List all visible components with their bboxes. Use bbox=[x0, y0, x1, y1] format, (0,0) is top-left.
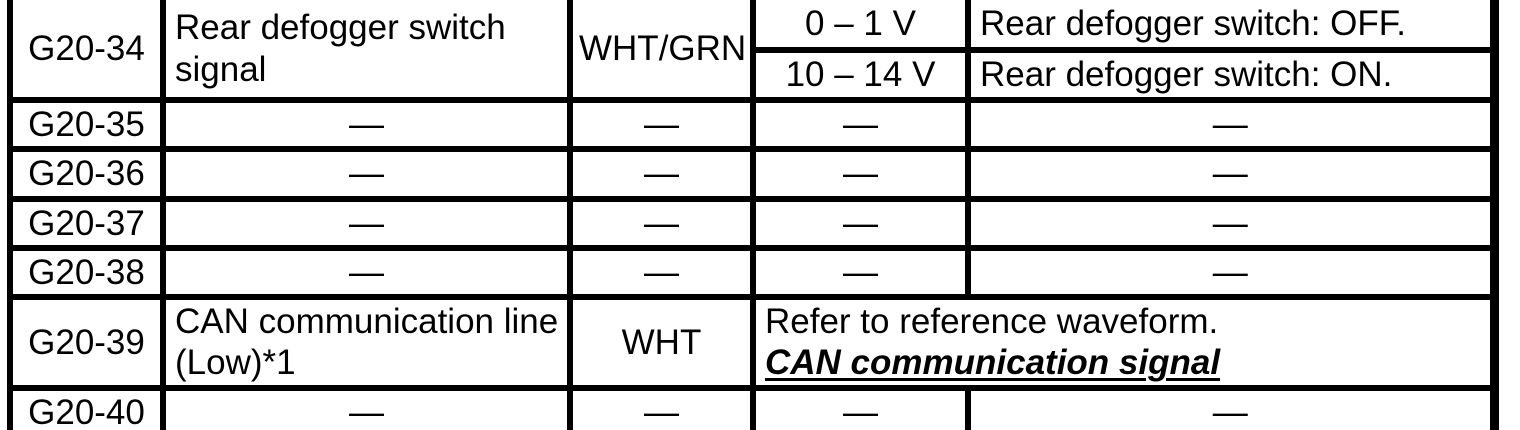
terminal-cell: G20-37 bbox=[7, 195, 166, 251]
terminal-voltage-table: G20-34 Rear defogger switch signal WHT/G… bbox=[7, 0, 1499, 430]
terminal-cell: G20-39 bbox=[7, 294, 166, 391]
condition-cell: — bbox=[965, 384, 1497, 430]
terminal-cell: G20-35 bbox=[7, 96, 166, 153]
can-communication-signal-link[interactable]: CAN communication signal bbox=[765, 343, 1221, 383]
waveform-note-text: Refer to reference waveform. bbox=[765, 302, 1219, 342]
row-g20-37: G20-37 — — — — bbox=[7, 195, 1497, 251]
terminal-cell: G20-36 bbox=[7, 146, 166, 202]
wire-color-cell: — bbox=[567, 96, 756, 153]
wire-color-cell: — bbox=[567, 146, 756, 202]
wire-color-cell: WHT bbox=[567, 294, 756, 391]
row-g20-39: G20-39 CAN communication line (Low)*1 WH… bbox=[7, 294, 1497, 391]
terminal-cell: G20-34 bbox=[7, 0, 166, 103]
signal-cell: CAN communication line (Low)*1 bbox=[160, 294, 573, 391]
terminal-cell: G20-40 bbox=[7, 384, 166, 430]
condition-cell: — bbox=[965, 244, 1497, 301]
signal-cell: — bbox=[160, 195, 573, 251]
row-g20-34: G20-34 Rear defogger switch signal WHT/G… bbox=[7, 0, 1497, 103]
condition-cell: — bbox=[965, 96, 1497, 153]
voltage-value-cell: — bbox=[750, 384, 971, 430]
wire-color-cell: — bbox=[567, 195, 756, 251]
row-g20-36: G20-36 — — — — bbox=[7, 146, 1497, 202]
wire-color-cell: WHT/GRN bbox=[567, 0, 756, 103]
wire-color-cell: — bbox=[567, 244, 756, 301]
voltage-value-cell: — bbox=[750, 146, 971, 202]
voltage-value-cell: — bbox=[750, 195, 971, 251]
signal-cell: — bbox=[160, 384, 573, 430]
row-g20-40: G20-40 — — — — bbox=[7, 384, 1497, 430]
signal-cell: — bbox=[160, 244, 573, 301]
condition-cell: — bbox=[965, 146, 1497, 202]
terminal-cell: G20-38 bbox=[7, 244, 166, 301]
waveform-note-cell: Refer to reference waveform. CAN communi… bbox=[750, 294, 1497, 391]
row-g20-38: G20-38 — — — — bbox=[7, 244, 1497, 301]
voltage-value-cell: 0 – 1 V bbox=[750, 0, 971, 53]
signal-cell: Rear defogger switch signal bbox=[160, 0, 573, 103]
condition-cell: Rear defogger switch: ON. bbox=[965, 47, 1497, 103]
signal-cell: — bbox=[160, 146, 573, 202]
voltage-value-cell: — bbox=[750, 244, 971, 301]
wire-color-cell: — bbox=[567, 384, 756, 430]
row-g20-35: G20-35 — — — — bbox=[7, 96, 1497, 153]
signal-cell: — bbox=[160, 96, 573, 153]
row-g20-34-sub: 10 – 14 V Rear defogger switch: ON. bbox=[10, 47, 1497, 103]
condition-cell: — bbox=[965, 195, 1497, 251]
condition-cell: Rear defogger switch: OFF. bbox=[965, 0, 1497, 53]
voltage-value-cell: — bbox=[750, 96, 971, 153]
voltage-value-cell: 10 – 14 V bbox=[750, 47, 971, 103]
